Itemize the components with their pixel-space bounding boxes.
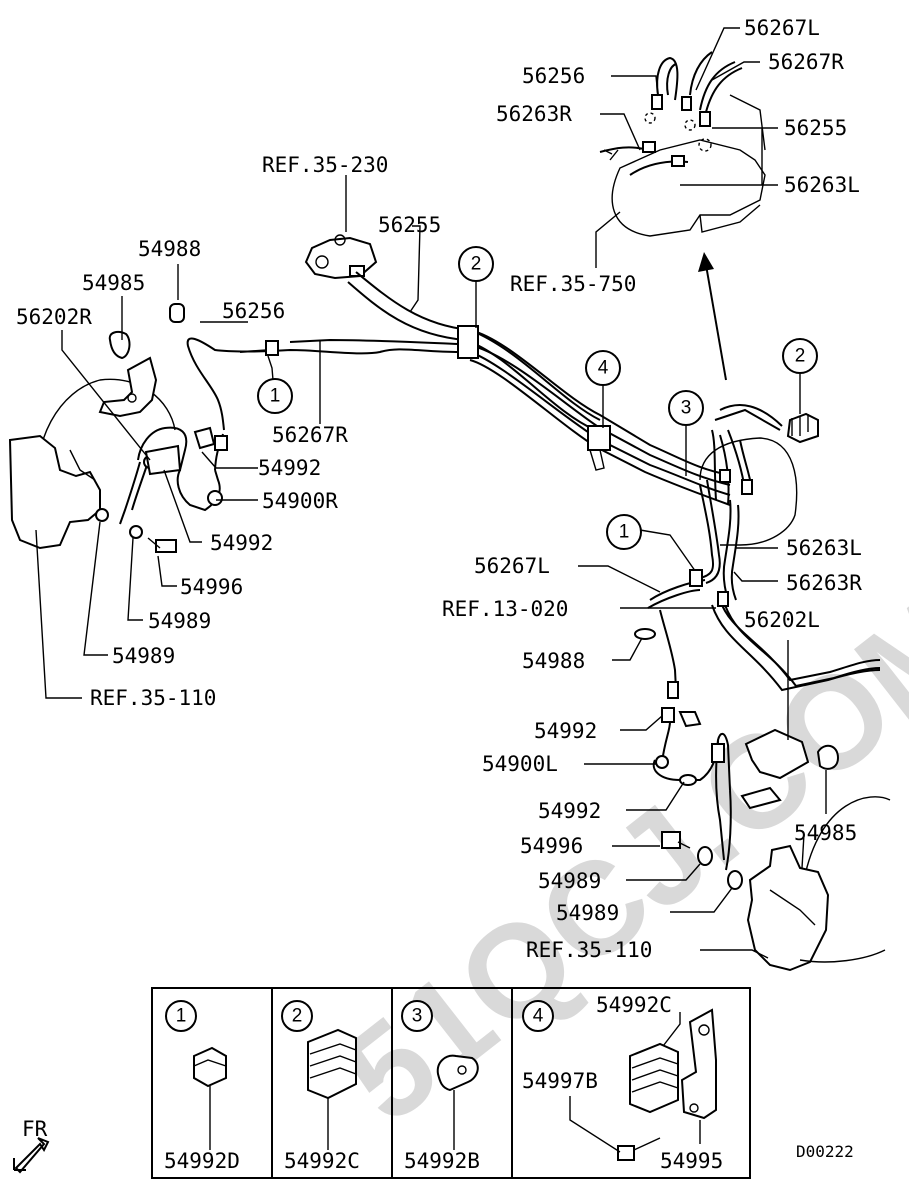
clip-54992b-icon [436, 1054, 479, 1092]
svg-text:2: 2 [471, 254, 482, 275]
callout-3: 3 [668, 390, 704, 426]
direction-arrow [698, 252, 727, 381]
leader-lines-left [35, 264, 801, 699]
svg-text:1: 1 [176, 1006, 187, 1027]
part-label: 56263L [786, 536, 862, 560]
legend-table [151, 987, 751, 1179]
part-label: 56263R [786, 571, 862, 595]
callout-2-right: 2 [782, 338, 818, 374]
part-label: 56267R [768, 50, 844, 74]
svg-text:3: 3 [681, 398, 692, 419]
part-label: 54985 [82, 271, 145, 295]
part-label: 54985 [794, 821, 857, 845]
right-brake-assembly [634, 569, 891, 972]
part-label: REF.35-110 [526, 938, 652, 962]
brake-pipe-bundle [186, 225, 731, 506]
part-label: 54992 [210, 531, 273, 555]
fr-label: FR [22, 1117, 48, 1141]
svg-text:1: 1 [270, 386, 281, 407]
part-label: 54989 [538, 869, 601, 893]
legend-part-label: 54997B [522, 1069, 598, 1093]
part-label: 54996 [520, 834, 583, 858]
callout-2-mid: 2 [458, 246, 494, 282]
part-label: 54988 [522, 649, 585, 673]
abs-pipes-right [699, 404, 881, 692]
part-label: REF.35-230 [262, 153, 388, 177]
part-label: REF.35-110 [90, 686, 216, 710]
bracket-54995-icon [680, 1008, 717, 1120]
callout-1-right: 1 [606, 514, 642, 550]
part-label: REF.35-750 [510, 272, 636, 296]
part-label: REF.13-020 [442, 597, 568, 621]
part-label: 54988 [138, 237, 201, 261]
legend-part-label: 54995 [660, 1149, 723, 1173]
part-label: 56263R [496, 102, 572, 126]
svg-text:2: 2 [292, 1006, 303, 1027]
part-label: 56256 [522, 64, 585, 88]
part-label: 56267R [272, 423, 348, 447]
bolt-54997b-icon [617, 1145, 635, 1161]
legend-box-4: 4 54992C 54997B 54995 [522, 993, 723, 1173]
clip-54992d-icon [193, 1046, 227, 1088]
fr-arrow-icon [14, 1137, 50, 1174]
legend-box-3: 3 54992B [401, 1000, 480, 1173]
part-label: 56267L [744, 16, 820, 40]
abs-unit-drawing [599, 51, 766, 237]
part-label: 56202R [16, 305, 92, 329]
svg-text:1: 1 [619, 522, 630, 543]
part-label: 56267L [474, 554, 550, 578]
part-label: 56202L [744, 608, 820, 632]
part-label: 54989 [556, 901, 619, 925]
svg-text:3: 3 [412, 1006, 423, 1027]
part-label: 54989 [148, 609, 211, 633]
part-label: 56263L [784, 173, 860, 197]
part-label: 56255 [378, 213, 441, 237]
svg-text:2: 2 [795, 346, 806, 367]
leader-lines-right [578, 547, 827, 959]
part-label: 54992 [538, 799, 601, 823]
watermark: 51QCJ.COM [315, 565, 909, 1151]
legend-part-label: 54992C [596, 993, 672, 1017]
part-label: 54996 [180, 575, 243, 599]
svg-text:4: 4 [598, 358, 609, 379]
front-direction-indicator: FR [13, 1117, 50, 1174]
part-label: 54992 [534, 719, 597, 743]
legend-part-label: 54992B [404, 1149, 480, 1173]
part-label: 56255 [784, 116, 847, 140]
diagram-code: D00222 [796, 1142, 854, 1161]
part-label: 54900L [482, 752, 558, 776]
part-label: 54989 [112, 644, 175, 668]
legend-part-label: 54992C [284, 1149, 360, 1173]
part-label: 56256 [222, 299, 285, 323]
clip-54992c-assembly-icon [629, 1042, 679, 1114]
clip-54992c-icon [307, 1028, 357, 1100]
ref-35-230-assembly [304, 175, 378, 280]
left-brake-assembly [8, 303, 228, 553]
part-label: 54900R [262, 489, 338, 513]
part-label: 54992 [258, 456, 321, 480]
callout-4: 4 [585, 350, 621, 386]
legend-box-1: 1 54992D [164, 1000, 240, 1173]
svg-text:4: 4 [533, 1006, 544, 1027]
leader-lines-top [595, 27, 778, 268]
legend-part-label: 54992D [164, 1149, 240, 1173]
callout-1-left: 1 [257, 378, 293, 414]
legend-box-2: 2 54992C [281, 1000, 360, 1173]
